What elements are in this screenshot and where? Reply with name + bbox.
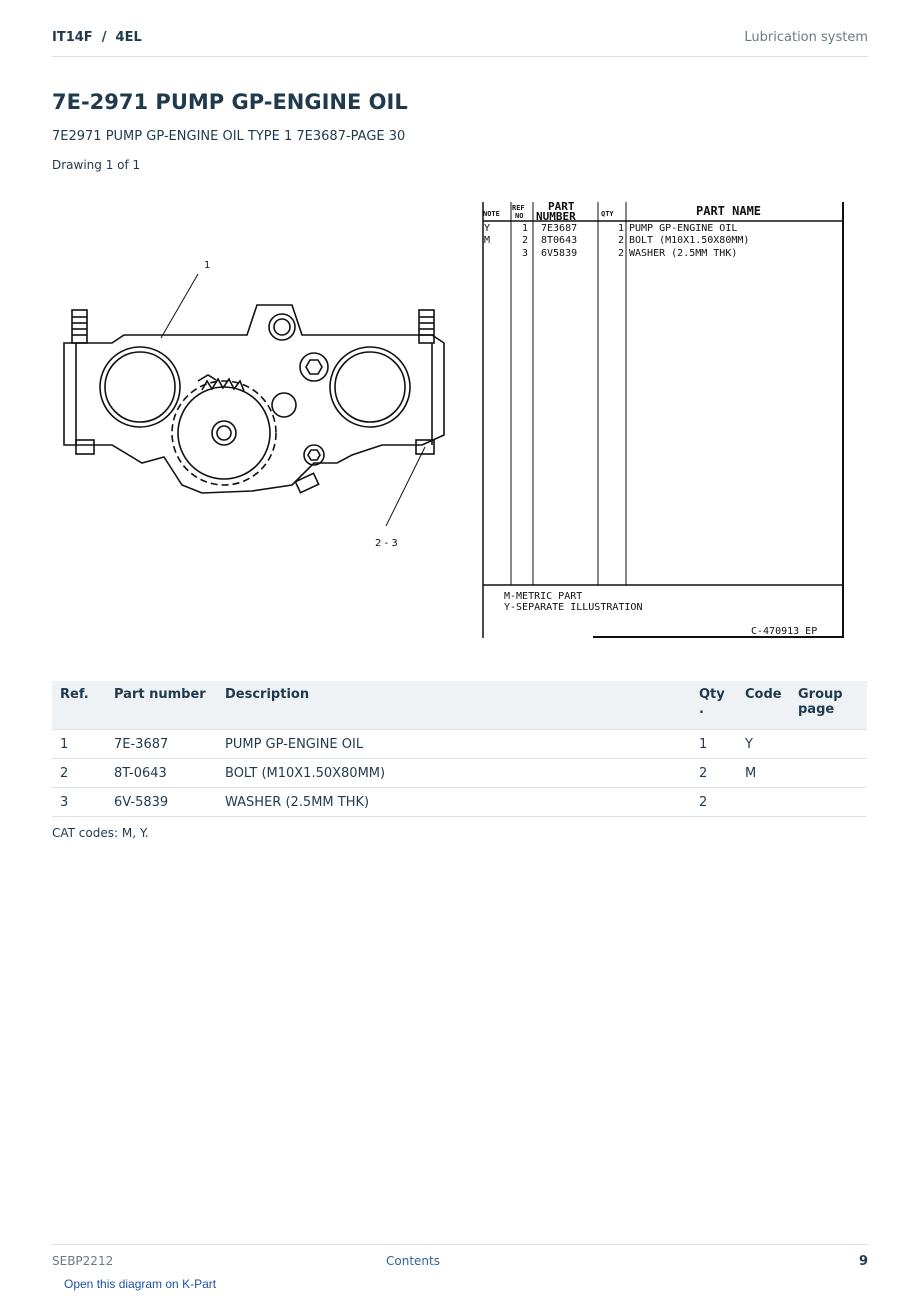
header-code: Code <box>737 681 790 730</box>
parts-table: Ref. Part number Description Qty. Code G… <box>52 681 867 817</box>
header-description: Description <box>217 681 691 730</box>
page-subtitle: 7E2971 PUMP GP-ENGINE OIL TYPE 1 7E3687-… <box>52 129 406 144</box>
legend-table <box>482 202 844 638</box>
cell-description: PUMP GP-ENGINE OIL <box>217 729 691 759</box>
legend-header-name: PART NAME <box>696 204 761 218</box>
legend-header-ref-bottom: NO <box>515 212 523 220</box>
table-header-row: Ref. Part number Description Qty. Code G… <box>52 681 867 730</box>
header-part-number: Part number <box>106 681 217 730</box>
header-qty: Qty. <box>691 681 737 730</box>
open-diagram-link[interactable]: Open this diagram on K-Part <box>64 1277 217 1291</box>
legend-header-part-bottom: NUMBER <box>536 210 576 223</box>
cell-part-number: 8T-0643 <box>106 758 217 788</box>
cell-qty: 2 <box>691 787 737 817</box>
model-label: IT14F / 4EL <box>52 30 142 45</box>
legend-row-qty: 2 <box>618 235 624 246</box>
cell-group-page <box>790 787 867 817</box>
pump-illustration <box>63 273 445 527</box>
table-row: 1 7E-3687 PUMP GP-ENGINE OIL 1 Y <box>52 729 867 759</box>
page-header: IT14F / 4EL Lubrication system <box>52 28 868 57</box>
drawing-count: Drawing 1 of 1 <box>52 158 141 172</box>
parts-diagram: 1 2 - 3 NOTE REF NO PART NUMBER QTY PART… <box>63 200 844 638</box>
legend-row-part: 6V5839 <box>541 248 577 259</box>
callout-ref-1: 1 <box>204 260 210 271</box>
page-title: 7E-2971 PUMP GP-ENGINE OIL <box>52 90 408 114</box>
legend-note-metric: M-METRIC PART <box>504 591 582 602</box>
legend-header-note: NOTE <box>483 210 500 218</box>
cell-qty: 1 <box>691 729 737 759</box>
cell-qty: 2 <box>691 758 737 788</box>
legend-header-part-top: PART <box>548 200 575 213</box>
legend-note-separate: Y-SEPARATE ILLUSTRATION <box>504 602 642 613</box>
legend-row-note: Y <box>484 223 490 234</box>
contents-link[interactable]: Contents <box>386 1254 440 1268</box>
cat-codes: CAT codes: M, Y. <box>52 826 149 840</box>
legend-row-qty: 2 <box>618 248 624 259</box>
drawing-code: C-470913 EP <box>751 626 817 637</box>
legend-row-ref: 3 <box>522 248 528 259</box>
callout-ref-2-3: 2 - 3 <box>375 538 398 549</box>
legend-row-name: BOLT (M10X1.50X80MM) <box>629 235 749 246</box>
cell-part-number: 7E-3687 <box>106 729 217 759</box>
cell-code: Y <box>737 729 790 759</box>
page-number: 9 <box>858 1254 868 1269</box>
cell-group-page <box>790 729 867 759</box>
cell-code: M <box>737 758 790 788</box>
legend-header-qty: QTY <box>601 210 614 218</box>
legend-row-name: PUMP GP-ENGINE OIL <box>629 223 737 234</box>
legend-row-part: 8T0643 <box>541 235 577 246</box>
legend-row-note: M <box>484 235 490 246</box>
cell-ref: 2 <box>52 758 106 788</box>
cell-description: WASHER (2.5MM THK) <box>217 787 691 817</box>
legend-row-name: WASHER (2.5MM THK) <box>629 248 737 259</box>
cell-part-number: 6V-5839 <box>106 787 217 817</box>
table-row: 2 8T-0643 BOLT (M10X1.50X80MM) 2 M <box>52 758 867 788</box>
cell-group-page <box>790 758 867 788</box>
cell-code <box>737 787 790 817</box>
legend-row-ref: 2 <box>522 235 528 246</box>
legend-header-ref-top: REF <box>512 204 525 212</box>
header-ref: Ref. <box>52 681 106 730</box>
section-label: Lubrication system <box>744 30 868 45</box>
legend-row-ref: 1 <box>522 223 528 234</box>
cell-ref: 1 <box>52 729 106 759</box>
cell-description: BOLT (M10X1.50X80MM) <box>217 758 691 788</box>
legend-row-part: 7E3687 <box>541 223 577 234</box>
legend-row-qty: 1 <box>618 223 624 234</box>
cell-ref: 3 <box>52 787 106 817</box>
document-id: SEBP2212 <box>52 1254 114 1268</box>
table-row: 3 6V-5839 WASHER (2.5MM THK) 2 <box>52 787 867 817</box>
page-footer: SEBP2212 Contents 9 <box>52 1244 868 1275</box>
